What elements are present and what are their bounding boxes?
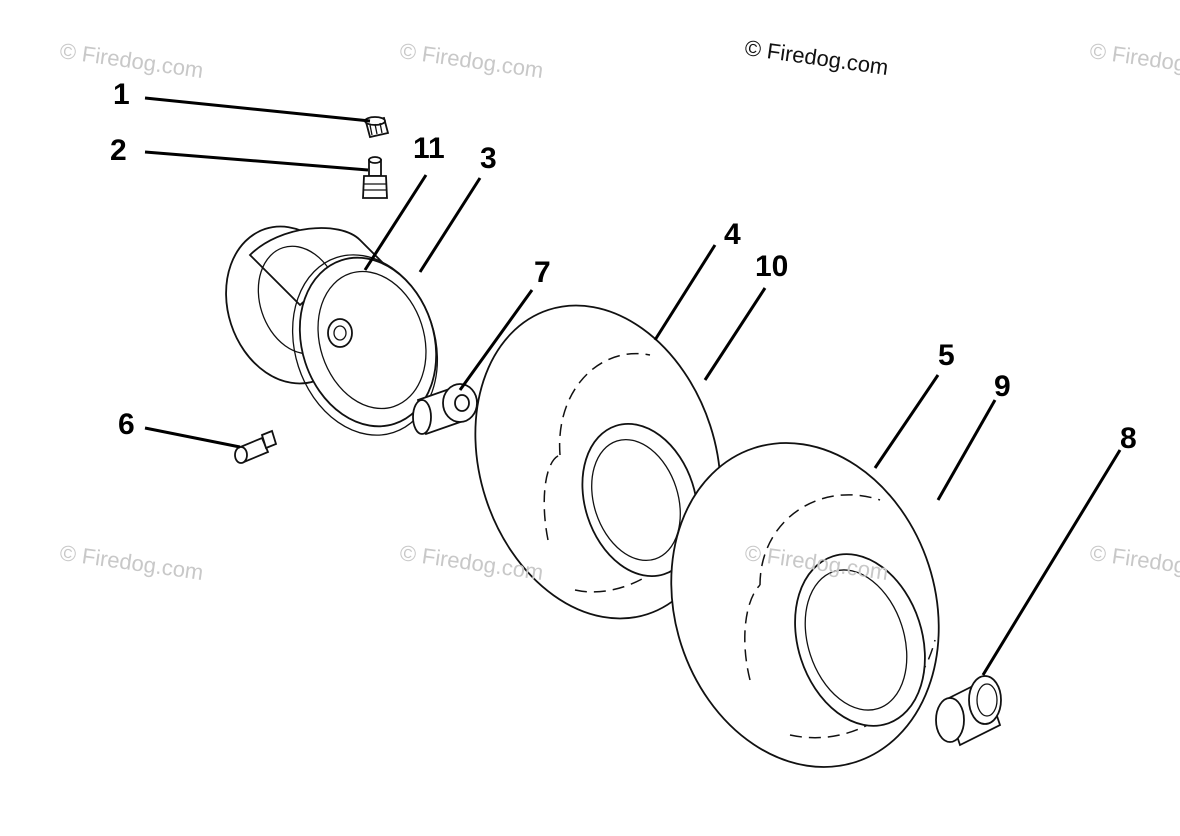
callout-leaders	[144, 96, 1122, 676]
callout-2: 2	[110, 134, 127, 167]
callout-11: 11	[413, 132, 445, 165]
tire-rear-part	[670, 442, 940, 768]
callout-7: 7	[534, 256, 551, 289]
callout-9: 9	[994, 370, 1011, 403]
bushing-part	[412, 383, 478, 436]
callout-10: 10	[755, 250, 789, 283]
rim-seal-ring	[291, 254, 439, 436]
valve-stem-part	[362, 156, 388, 199]
wheel-rim-part	[225, 225, 438, 428]
callout-5: 5	[938, 339, 955, 372]
callout-8: 8	[1120, 422, 1137, 455]
callout-1: 1	[113, 78, 130, 111]
callout-6: 6	[118, 408, 135, 441]
grease-fitting-part	[234, 429, 278, 464]
callout-4: 4	[724, 218, 741, 251]
tire-front-part	[474, 304, 722, 620]
hub-cap-part	[935, 675, 1002, 747]
callout-3: 3	[480, 142, 497, 175]
